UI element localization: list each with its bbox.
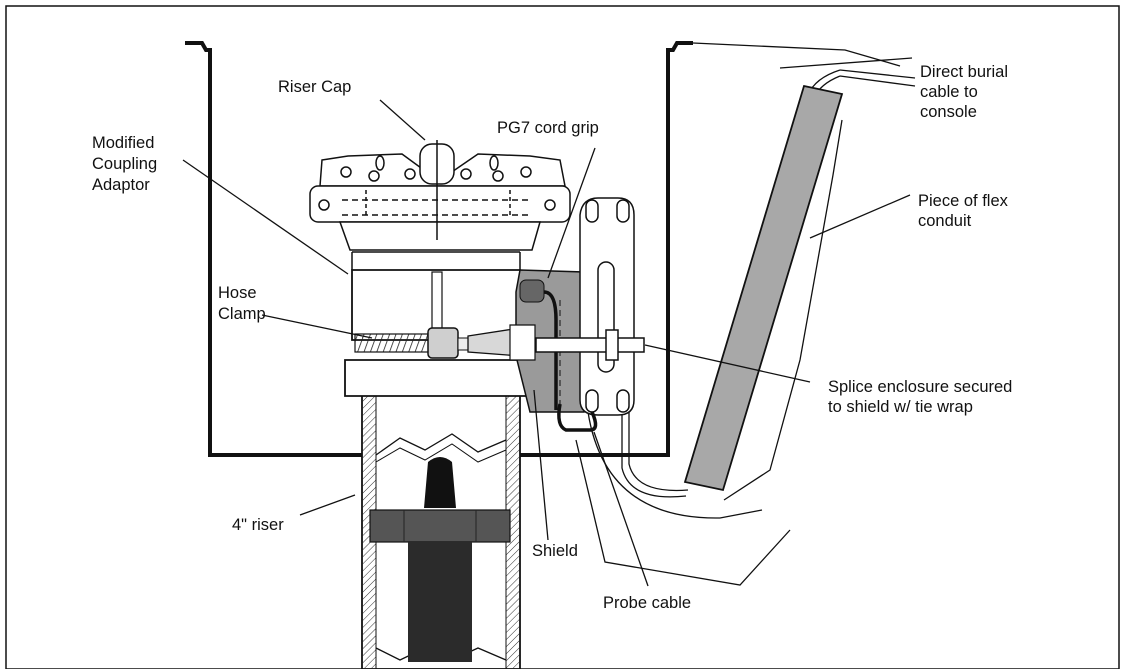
probe xyxy=(369,457,511,662)
figure-border xyxy=(5,5,1120,669)
label-pg7-cord-grip: PG7 cord grip xyxy=(497,119,599,137)
label-hose-clamp: Hose Clamp xyxy=(218,284,266,323)
splice-enclosure xyxy=(535,197,645,432)
label-4in-riser: 4" riser xyxy=(232,516,284,534)
label-splice-enclosure: Splice enclosure secured to shield w/ ti… xyxy=(828,378,1017,416)
coupling-adaptor xyxy=(344,251,533,397)
probe-cable-bundle xyxy=(575,119,843,586)
riser-cap xyxy=(309,140,571,251)
flex-conduit xyxy=(683,84,844,492)
label-riser-cap: Riser Cap xyxy=(278,78,351,96)
label-flex-conduit: Piece of flex conduit xyxy=(918,192,1012,230)
label-probe-cable: Probe cable xyxy=(603,594,691,612)
label-modified-coupling-adaptor: Modified Coupling Adaptor xyxy=(92,134,162,194)
direct-burial-cable xyxy=(692,42,916,99)
label-shield: Shield xyxy=(532,542,578,560)
leader-lines xyxy=(182,57,913,587)
label-direct-burial-cable: Direct burial cable to console xyxy=(920,63,1013,121)
